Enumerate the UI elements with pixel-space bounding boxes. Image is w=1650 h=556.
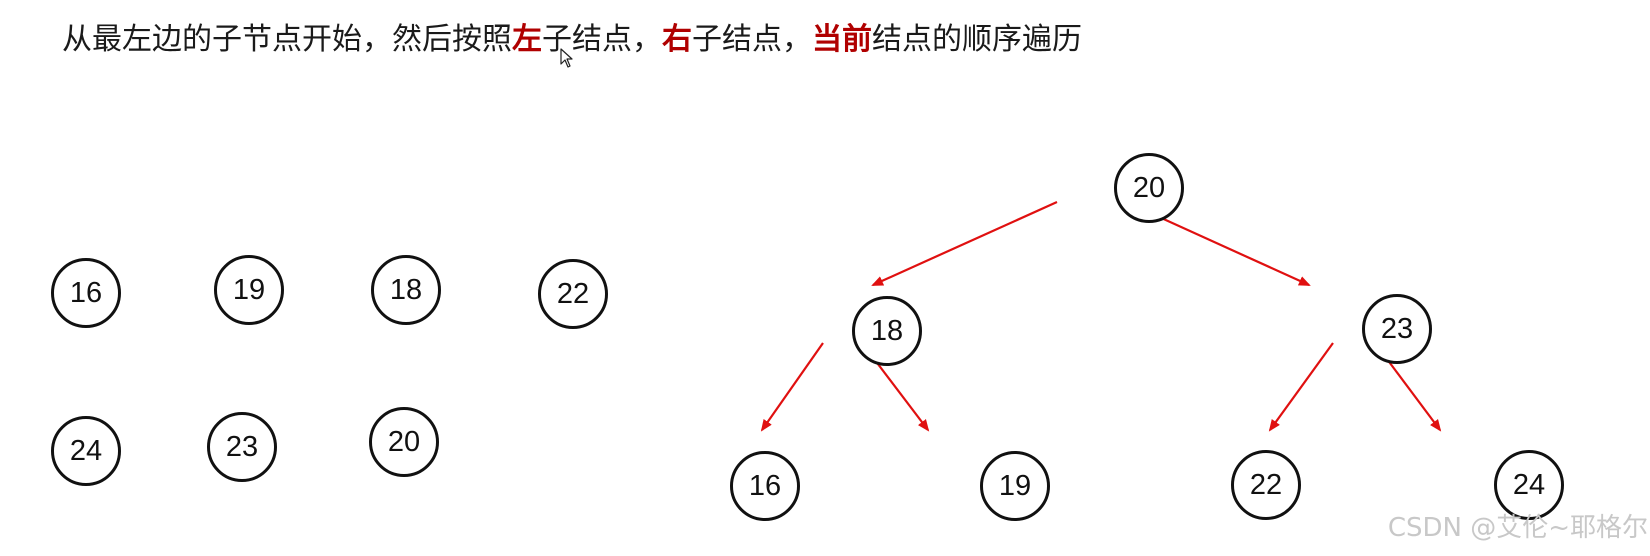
watermark: CSDN @艾伦~耶格尔 — [1387, 513, 1648, 543]
loose-node-22: 22 — [538, 259, 608, 329]
heading-part-4: 结点的顺序遍历 — [872, 22, 1082, 57]
edge-left-left — [760, 342, 824, 432]
edge-root-left — [871, 200, 1058, 287]
tree-node-left-right: 19 — [980, 451, 1050, 521]
loose-node-23: 23 — [207, 412, 277, 482]
tree-node-left-left: 16 — [730, 451, 800, 521]
loose-node-18: 18 — [371, 255, 441, 325]
tree-node-root: 20 — [1114, 153, 1184, 223]
tree-node-right-left: 22 — [1231, 450, 1301, 520]
edge-right-left — [1268, 342, 1334, 432]
heading-part-1: 从最左边的子节点开始，然后按照 — [62, 22, 512, 57]
loose-node-19: 19 — [214, 255, 284, 325]
heading-emph-right: 右 — [662, 22, 692, 57]
tree-node-right-right: 24 — [1494, 450, 1564, 520]
mouse-cursor-icon — [560, 48, 573, 68]
tree-node-left: 18 — [852, 296, 922, 366]
loose-node-20: 20 — [369, 407, 439, 477]
heading-part-3: 子结点， — [692, 22, 812, 57]
heading-emph-current: 当前 — [812, 22, 872, 57]
heading-emph-left: 左 — [512, 22, 542, 57]
loose-node-16: 16 — [51, 258, 121, 328]
tree-node-right: 23 — [1362, 294, 1432, 364]
instruction-heading: 从最左边的子节点开始，然后按照左子结点，右子结点，当前结点的顺序遍历 — [62, 18, 1082, 62]
loose-node-24: 24 — [51, 416, 121, 486]
